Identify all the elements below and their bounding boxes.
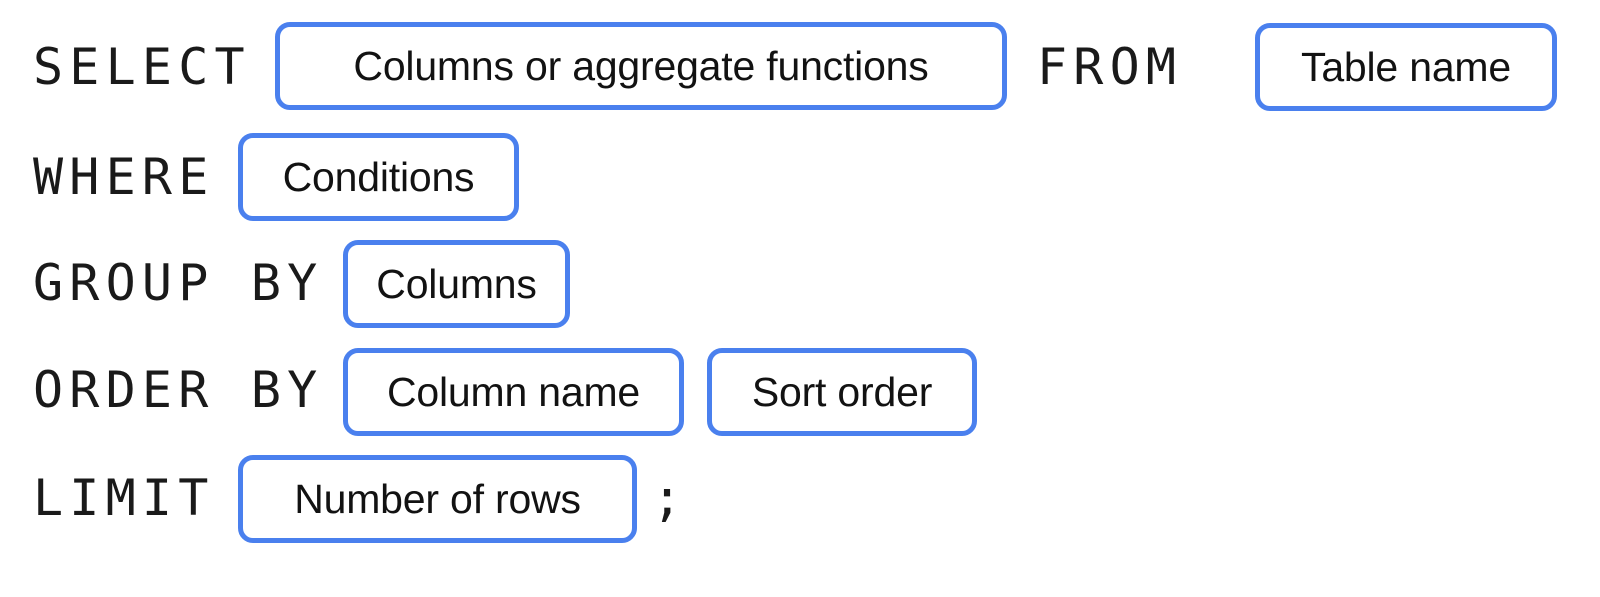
keyword-from: FROM — [1037, 38, 1183, 96]
statement-terminator-semicolon: ; — [652, 469, 683, 527]
slot-order-by-sort-order[interactable]: Sort order — [707, 348, 977, 436]
slot-from-table-name-label: Table name — [1301, 43, 1511, 90]
slot-group-by-columns-label: Columns — [376, 260, 537, 307]
slot-limit-number-of-rows[interactable]: Number of rows — [238, 455, 637, 543]
keyword-limit: LIMIT — [33, 469, 215, 527]
slot-where-conditions[interactable]: Conditions — [238, 133, 519, 221]
keyword-group-by: GROUP BY — [33, 254, 324, 312]
slot-select-columns-label: Columns or aggregate functions — [353, 42, 929, 89]
keyword-select: SELECT — [33, 38, 251, 96]
keyword-where: WHERE — [33, 148, 215, 206]
keyword-order-by: ORDER BY — [33, 361, 324, 419]
slot-order-by-sort-order-label: Sort order — [751, 368, 933, 415]
slot-group-by-columns[interactable]: Columns — [343, 240, 570, 328]
slot-where-conditions-label: Conditions — [282, 153, 475, 200]
slot-order-by-column-name-label: Column name — [386, 368, 641, 415]
slot-select-columns[interactable]: Columns or aggregate functions — [275, 22, 1007, 110]
slot-limit-number-of-rows-label: Number of rows — [294, 475, 581, 522]
slot-from-table-name[interactable]: Table name — [1255, 23, 1557, 111]
slot-order-by-column-name[interactable]: Column name — [343, 348, 684, 436]
